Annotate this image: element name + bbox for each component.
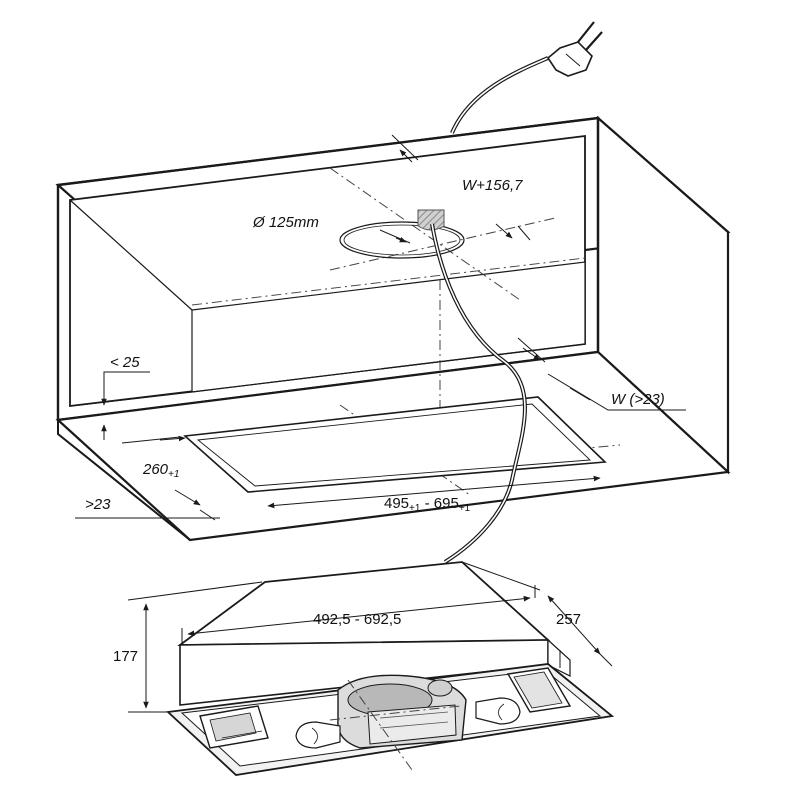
label-cutout-width: W+156,7 bbox=[462, 177, 523, 194]
cabinet-front-lip bbox=[57, 420, 191, 541]
bulb-icon-right bbox=[475, 697, 521, 725]
control-box bbox=[199, 705, 269, 749]
label-wall-thickness: W (>23) bbox=[611, 391, 665, 408]
label-hood-height: 177 bbox=[113, 648, 138, 665]
label-hood-depth: 257 bbox=[556, 611, 581, 628]
hood-top bbox=[177, 561, 551, 646]
duct-opening-inner bbox=[343, 224, 461, 256]
label-cutout-length: 495+1 - 695+1 bbox=[384, 495, 471, 514]
inner-left-edge bbox=[69, 199, 193, 311]
label-duct-diameter: Ø 125mm bbox=[252, 214, 319, 231]
label-front-gap: < 25 bbox=[110, 354, 140, 371]
inner-left-bottom-edge bbox=[69, 391, 193, 407]
hood-centerline-cross bbox=[329, 705, 461, 721]
hood-unit bbox=[165, 561, 615, 776]
cutout-length-b: 695 bbox=[434, 495, 459, 512]
cutout-depth-value: 260 bbox=[142, 461, 169, 478]
power-cable bbox=[430, 56, 549, 564]
bottom-cutout-inner bbox=[196, 403, 592, 487]
cutout-length-separator: - bbox=[420, 495, 433, 512]
cutout-length-b-tolerance: +1 bbox=[459, 503, 471, 514]
plug-icon bbox=[546, 21, 603, 77]
blower-motor bbox=[337, 674, 467, 749]
bottom-cutout bbox=[183, 396, 607, 493]
cabinet-dimensions bbox=[75, 134, 686, 521]
bulb-icon-left bbox=[295, 721, 341, 749]
cutout-length-a-tolerance: +1 bbox=[409, 503, 421, 514]
light-panel bbox=[506, 667, 572, 713]
label-cutout-depth: 260+1 bbox=[142, 461, 179, 480]
cutout-length-a: 495 bbox=[384, 495, 409, 512]
centerline-top-horizontal bbox=[191, 257, 586, 306]
label-hood-width: 492,5 - 692,5 bbox=[313, 611, 401, 628]
cabinet bbox=[55, 115, 731, 542]
centerline-top-cross bbox=[329, 217, 556, 271]
cutout-depth-tolerance: +1 bbox=[168, 469, 179, 480]
label-side-gap: >23 bbox=[85, 496, 111, 513]
inner-bottom-edge bbox=[191, 343, 586, 393]
centerline-top-depth bbox=[329, 167, 521, 301]
hood-centerline-depth bbox=[347, 679, 413, 771]
hood-dimensions bbox=[127, 561, 613, 713]
duct-opening bbox=[339, 221, 465, 259]
